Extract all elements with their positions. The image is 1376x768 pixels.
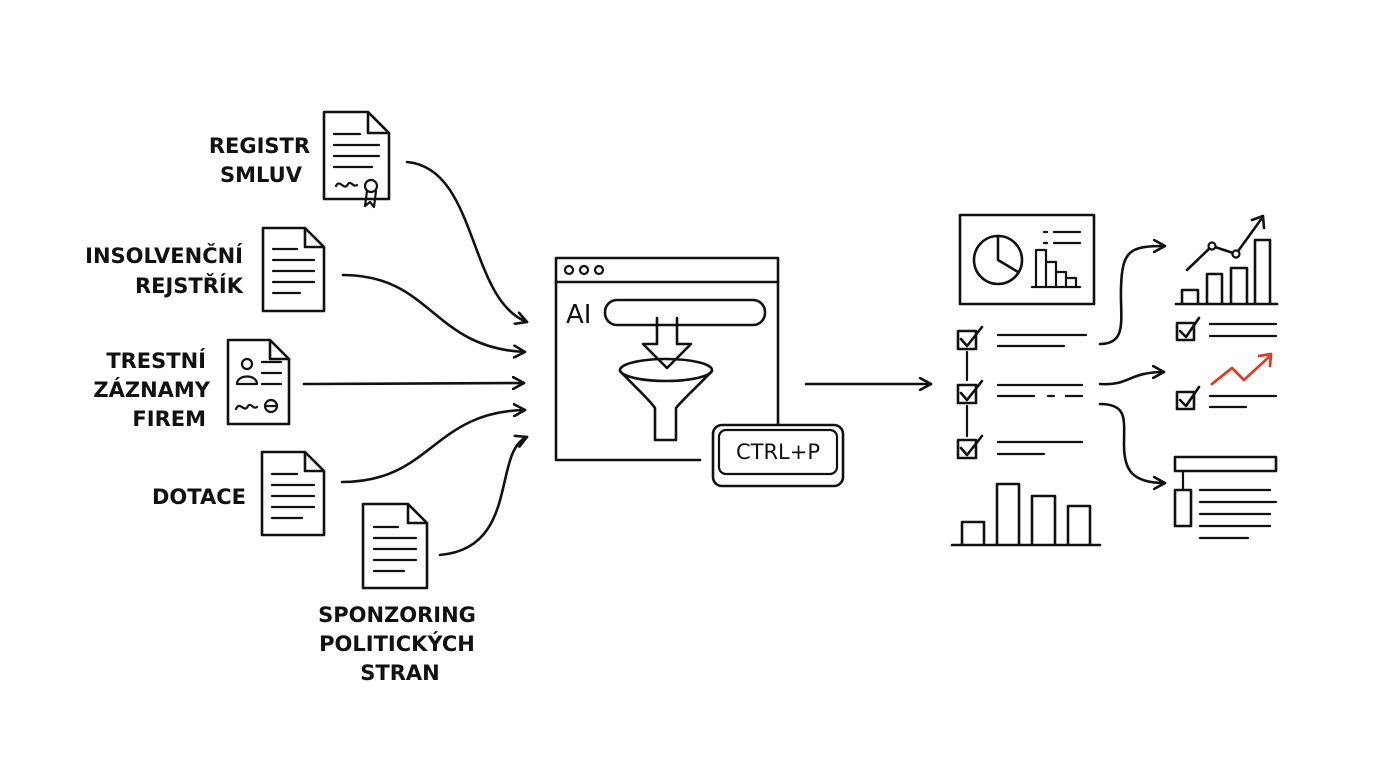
ai-processor-window: AI [554, 256, 780, 462]
trend-chart-icon [1174, 214, 1279, 306]
checklist [956, 325, 1088, 460]
checkbox-icon [1175, 390, 1196, 411]
ai-label: AI [566, 300, 591, 330]
document-icon [261, 226, 326, 313]
checkbox-icon [1175, 321, 1196, 342]
checklist-item [1175, 316, 1278, 342]
source-label-line: REGISTR [209, 134, 310, 158]
source-trestni-zaznamy-firem: TRESTNÍ ZÁZNAMY FIREM [93, 348, 210, 431]
source-insolvencni-rejstrik: INSOLVENČNÍ REJSTŘÍK [85, 243, 244, 298]
rising-trend-line [1210, 354, 1272, 386]
branch-arrow [1098, 246, 1167, 346]
input-arrow [438, 437, 529, 557]
branch-arrow [1098, 402, 1167, 483]
pie-chart-icon [972, 234, 1024, 286]
checklist-item [1175, 385, 1278, 411]
window-control-dot [578, 264, 590, 276]
window-control-dot [563, 264, 575, 276]
shortcut-key-label: CTRL+P [736, 440, 820, 464]
document-icon [260, 450, 326, 537]
source-label-line: INSOLVENČNÍ [85, 243, 243, 268]
id-record-document-icon [226, 338, 291, 426]
source-label-line: ZÁZNAMY [93, 377, 210, 402]
report-dashboard-card [958, 213, 1096, 306]
checklist-item [956, 325, 1088, 351]
source-sponzoring: SPONZORING POLITICKÝCH STRAN [318, 603, 476, 685]
rising-trend-icon [1210, 352, 1273, 386]
source-label-line: SMLUV [220, 163, 303, 187]
input-arrow [302, 383, 526, 384]
funnel-icon [618, 316, 714, 442]
window-control-dot [593, 264, 605, 276]
org-structure-icon [1173, 455, 1278, 540]
ctrl-p-key: CTRL+P [711, 423, 845, 488]
source-label-line: POLITICKÝCH [319, 631, 475, 656]
source-dotace: DOTACE [152, 485, 246, 509]
bar-chart-icon [950, 482, 1102, 547]
source-label-line: TRESTNÍ [106, 348, 206, 373]
checkbox-icon [956, 438, 978, 460]
source-label-line: SPONZORING [318, 603, 476, 627]
certificate-document-icon [322, 110, 391, 209]
branch-arrow [1098, 372, 1166, 386]
document-icon [361, 502, 429, 590]
checklist-item [956, 434, 1084, 460]
checkbox-icon [956, 383, 978, 405]
source-label-line: REJSTŘÍK [135, 273, 244, 298]
input-arrow [405, 160, 529, 322]
source-label-line: STRAN [360, 661, 439, 685]
source-registr-smluv: REGISTR SMLUV [209, 134, 310, 187]
input-arrows [302, 160, 529, 557]
input-arrow [341, 273, 527, 352]
input-arrow [340, 410, 527, 484]
checkbox-icon [956, 329, 978, 351]
source-label-line: FIREM [132, 407, 206, 431]
checklist-item [956, 379, 1084, 405]
ai-input-bar [603, 298, 767, 327]
source-label-line: DOTACE [152, 485, 246, 509]
